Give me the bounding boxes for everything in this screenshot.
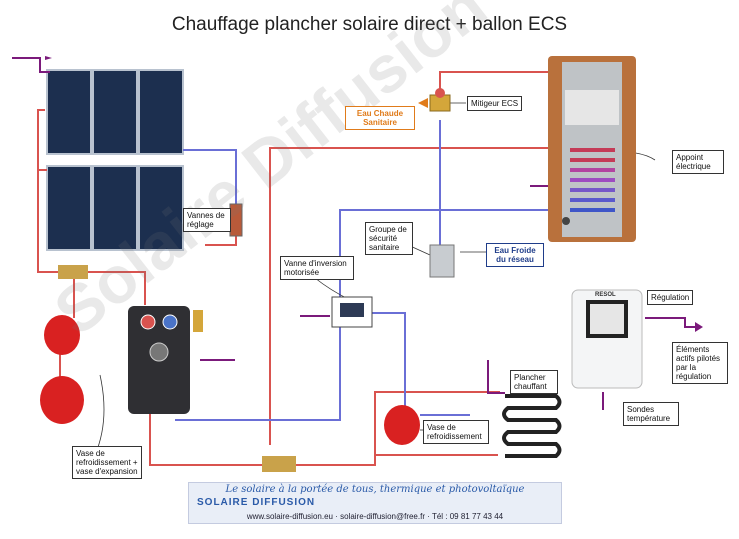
label-vase-refroidissement: Vase de refroidissement <box>423 420 489 444</box>
label-appoint: Appoint électrique <box>672 150 724 174</box>
controller-brand: RESOL <box>595 292 616 298</box>
banner-contact: www.solaire-diffusion.eu · solaire-diffu… <box>246 512 504 521</box>
banner-brand: SOLAIRE DIFFUSION <box>197 497 316 508</box>
expansion-vessels <box>40 315 420 445</box>
tee-fitting-icon <box>262 456 296 472</box>
label-vannes-reglage: Vannes de réglage <box>183 208 231 232</box>
solar-panels <box>46 69 184 251</box>
floor-heating-coil <box>502 394 562 458</box>
diagram-title: Chauffage plancher solaire direct + ball… <box>171 14 568 35</box>
arrow-icon <box>45 56 52 60</box>
label-mitigeur: Mitigeur ECS <box>467 96 523 111</box>
label-vase-expansion: Vase de refroidissement + vase d'expansi… <box>72 446 142 479</box>
label-regulation: Régulation <box>647 290 694 305</box>
label-elements-pilotes: Éléments actifs pilotés par la régulatio… <box>672 342 728 384</box>
storage-tank <box>548 56 636 242</box>
tee-fitting-icon <box>58 265 88 279</box>
arrow-icon <box>695 322 703 332</box>
motor-icon <box>340 303 364 317</box>
cold-pipes <box>175 120 560 430</box>
label-plancher: Plancher chauffant <box>510 370 558 394</box>
arrow-icon <box>418 98 428 108</box>
label-eau-froide: Eau Froide du réseau <box>486 243 544 267</box>
signal-wires <box>12 57 695 410</box>
safety-group-icon <box>429 244 455 278</box>
label-vanne-inversion: Vanne d'inversion motorisée <box>280 256 354 280</box>
footer-banner: Le solaire à la portée de tous, thermiqu… <box>188 482 562 524</box>
controller-device <box>571 289 643 389</box>
banner-slogan: Le solaire à la portée de tous, thermiqu… <box>225 484 525 495</box>
label-sondes: Sondes température <box>623 402 679 426</box>
label-eau-chaude: Eau Chaude Sanitaire <box>345 106 415 130</box>
mixing-valve-icon <box>429 88 451 112</box>
label-groupe-securite: Groupe de sécurité sanitaire <box>365 222 413 255</box>
pump-station <box>128 306 203 414</box>
